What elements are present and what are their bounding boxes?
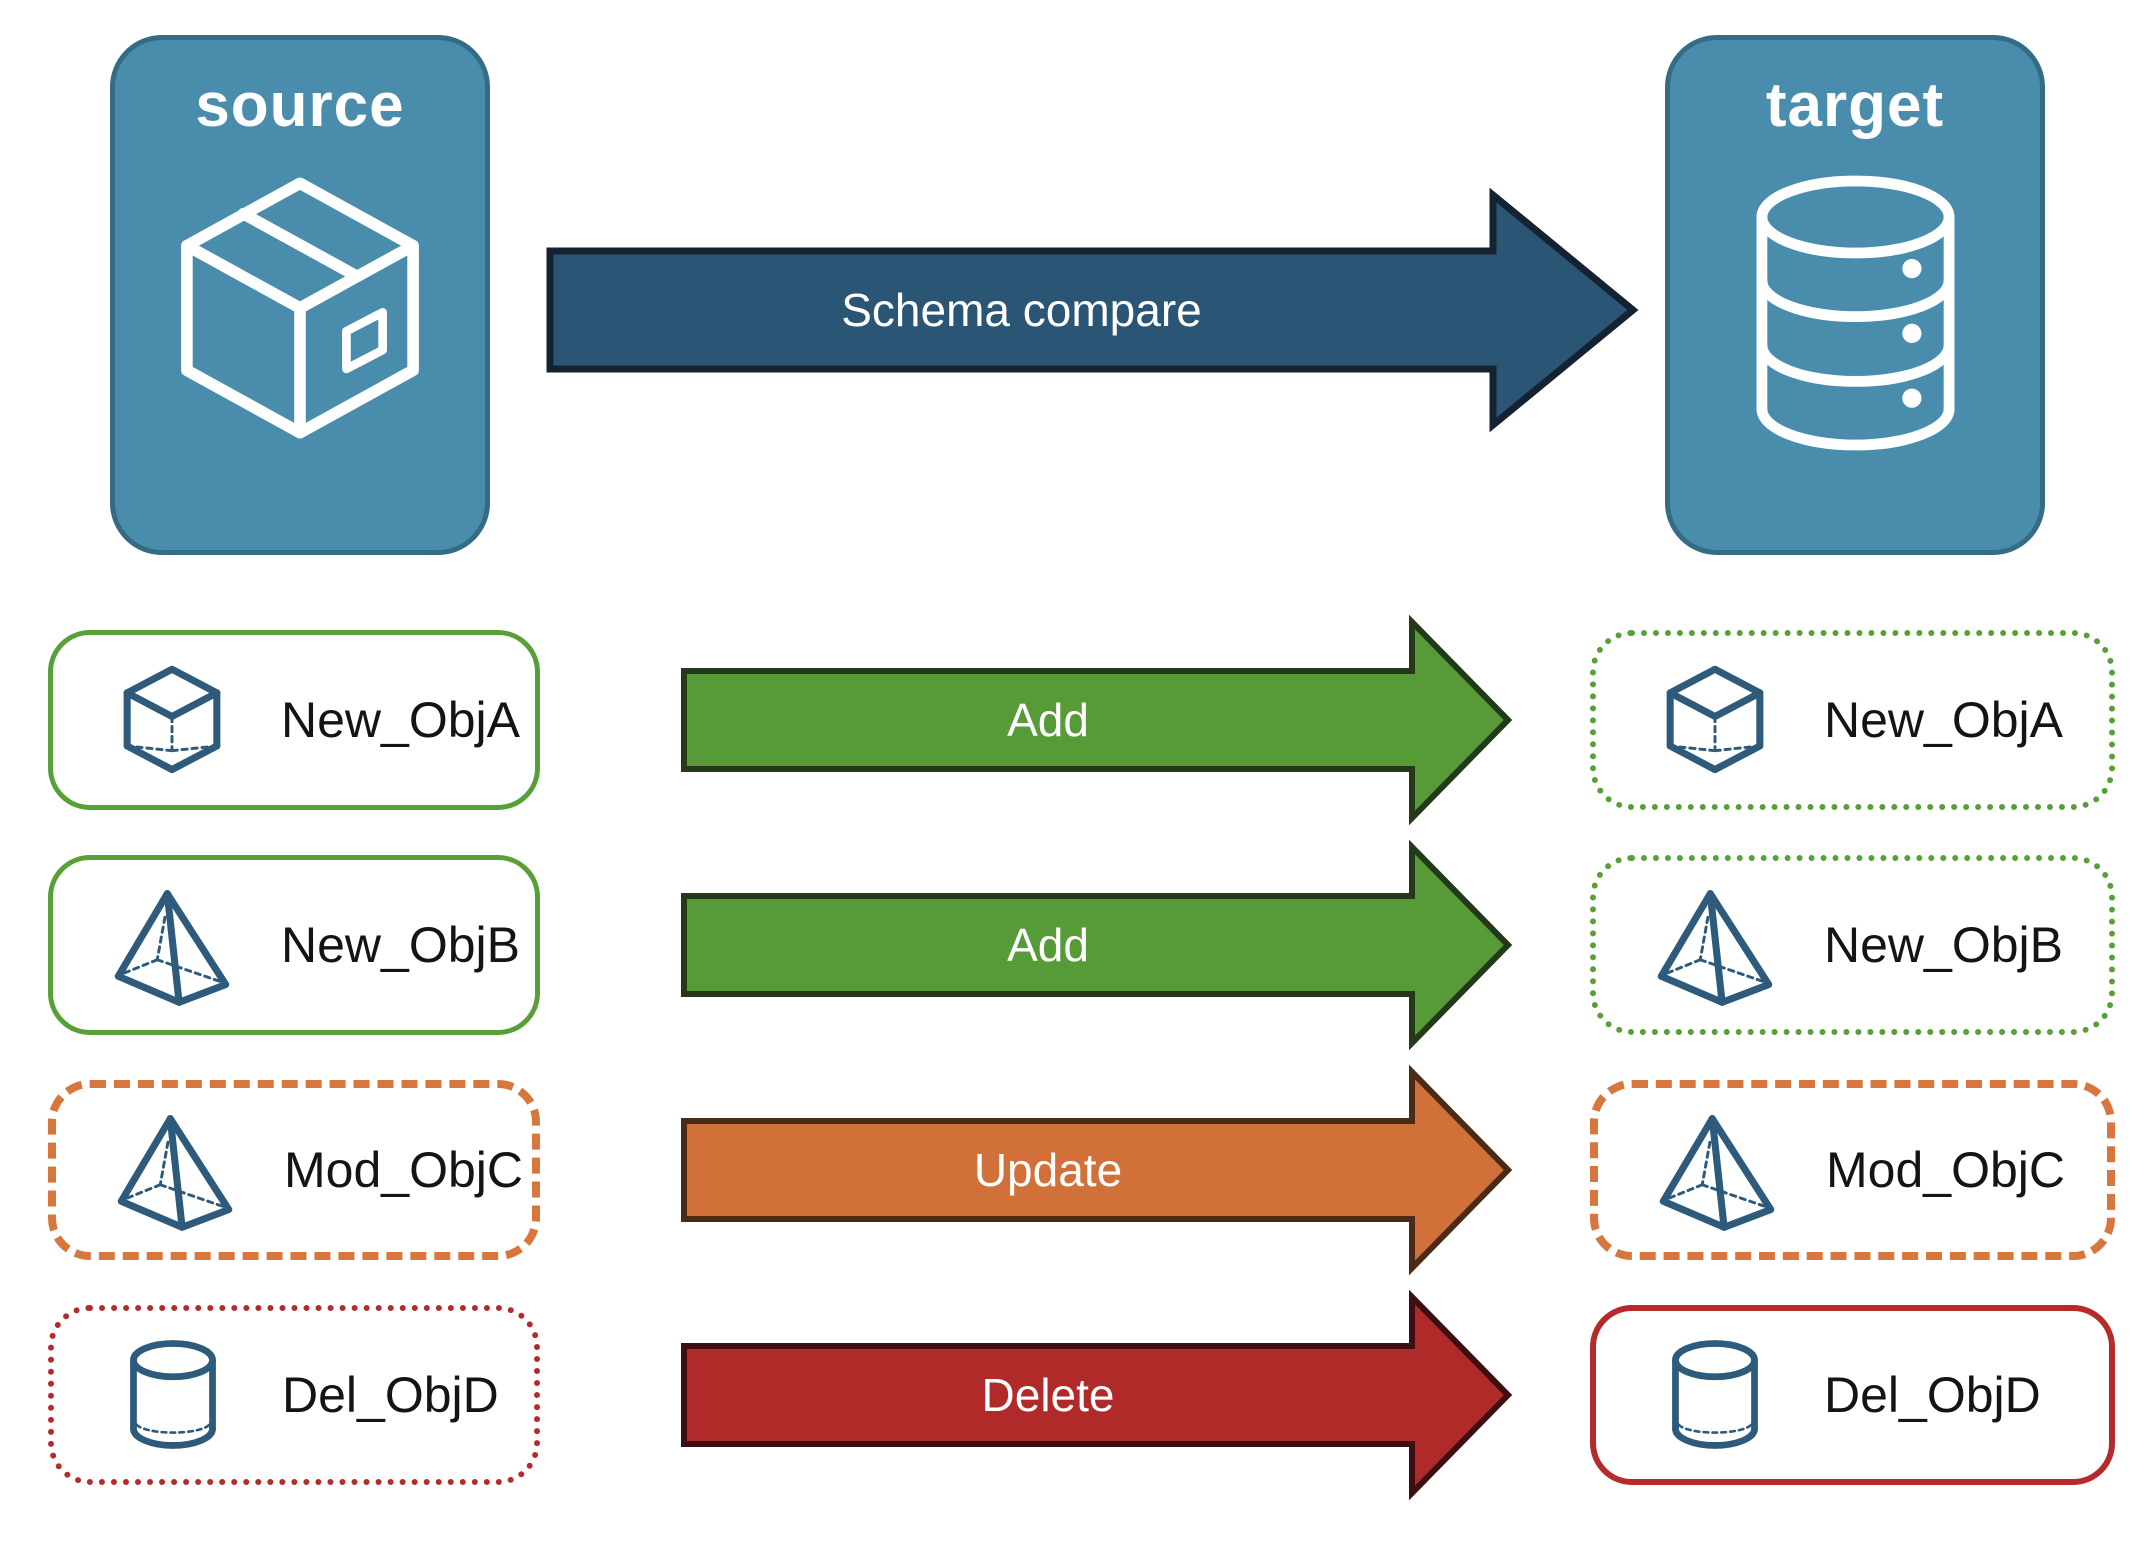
schema-compare-arrow: Schema compare [545,185,1640,435]
add-arrow-row1: Add [680,614,1512,826]
cylinder-icon [1652,1335,1778,1455]
add-arrow-row2: Add [680,839,1512,1051]
target-item-mod-objc: Mod_ObjC [1590,1080,2115,1260]
object-name: Del_ObjD [1824,1367,2041,1423]
source-item-del-objd: Del_ObjD [48,1305,540,1485]
source-item-mod-objc: Mod_ObjC [48,1080,540,1260]
object-name: Mod_ObjC [1826,1142,2065,1198]
object-name: New_ObjA [281,692,520,748]
add-arrow-label: Add [1007,694,1089,746]
target-item-new-objb: New_ObjB [1590,855,2115,1035]
cylinder-icon [110,1335,236,1455]
update-arrow-label: Update [973,1144,1123,1196]
schema-compare-arrow-label: Schema compare [841,284,1202,336]
source-item-new-objb: New_ObjB [48,855,540,1035]
package-icon [155,163,445,458]
source-node-label: source [195,71,405,140]
target-node: target [1665,35,2045,555]
cube-icon [109,661,235,779]
update-arrow: Update [680,1064,1512,1276]
object-name: New_ObjB [1824,917,2063,973]
source-node: source [110,35,490,555]
delete-arrow-label: Delete [981,1369,1115,1421]
object-name: Mod_ObjC [284,1142,523,1198]
pyramid-icon [112,1108,238,1232]
add-arrow-label: Add [1007,919,1089,971]
target-item-del-objd: Del_ObjD [1590,1305,2115,1485]
source-item-new-obja: New_ObjA [48,630,540,810]
database-icon [1738,163,1973,468]
pyramid-icon [109,883,235,1007]
cube-icon [1652,661,1778,779]
pyramid-icon [1654,1108,1780,1232]
target-item-new-obja: New_ObjA [1590,630,2115,810]
target-node-label: target [1765,71,1945,140]
delete-arrow: Delete [680,1289,1512,1501]
pyramid-icon [1652,883,1778,1007]
object-name: New_ObjB [281,917,520,973]
object-name: New_ObjA [1824,692,2063,748]
object-name: Del_ObjD [282,1367,499,1423]
